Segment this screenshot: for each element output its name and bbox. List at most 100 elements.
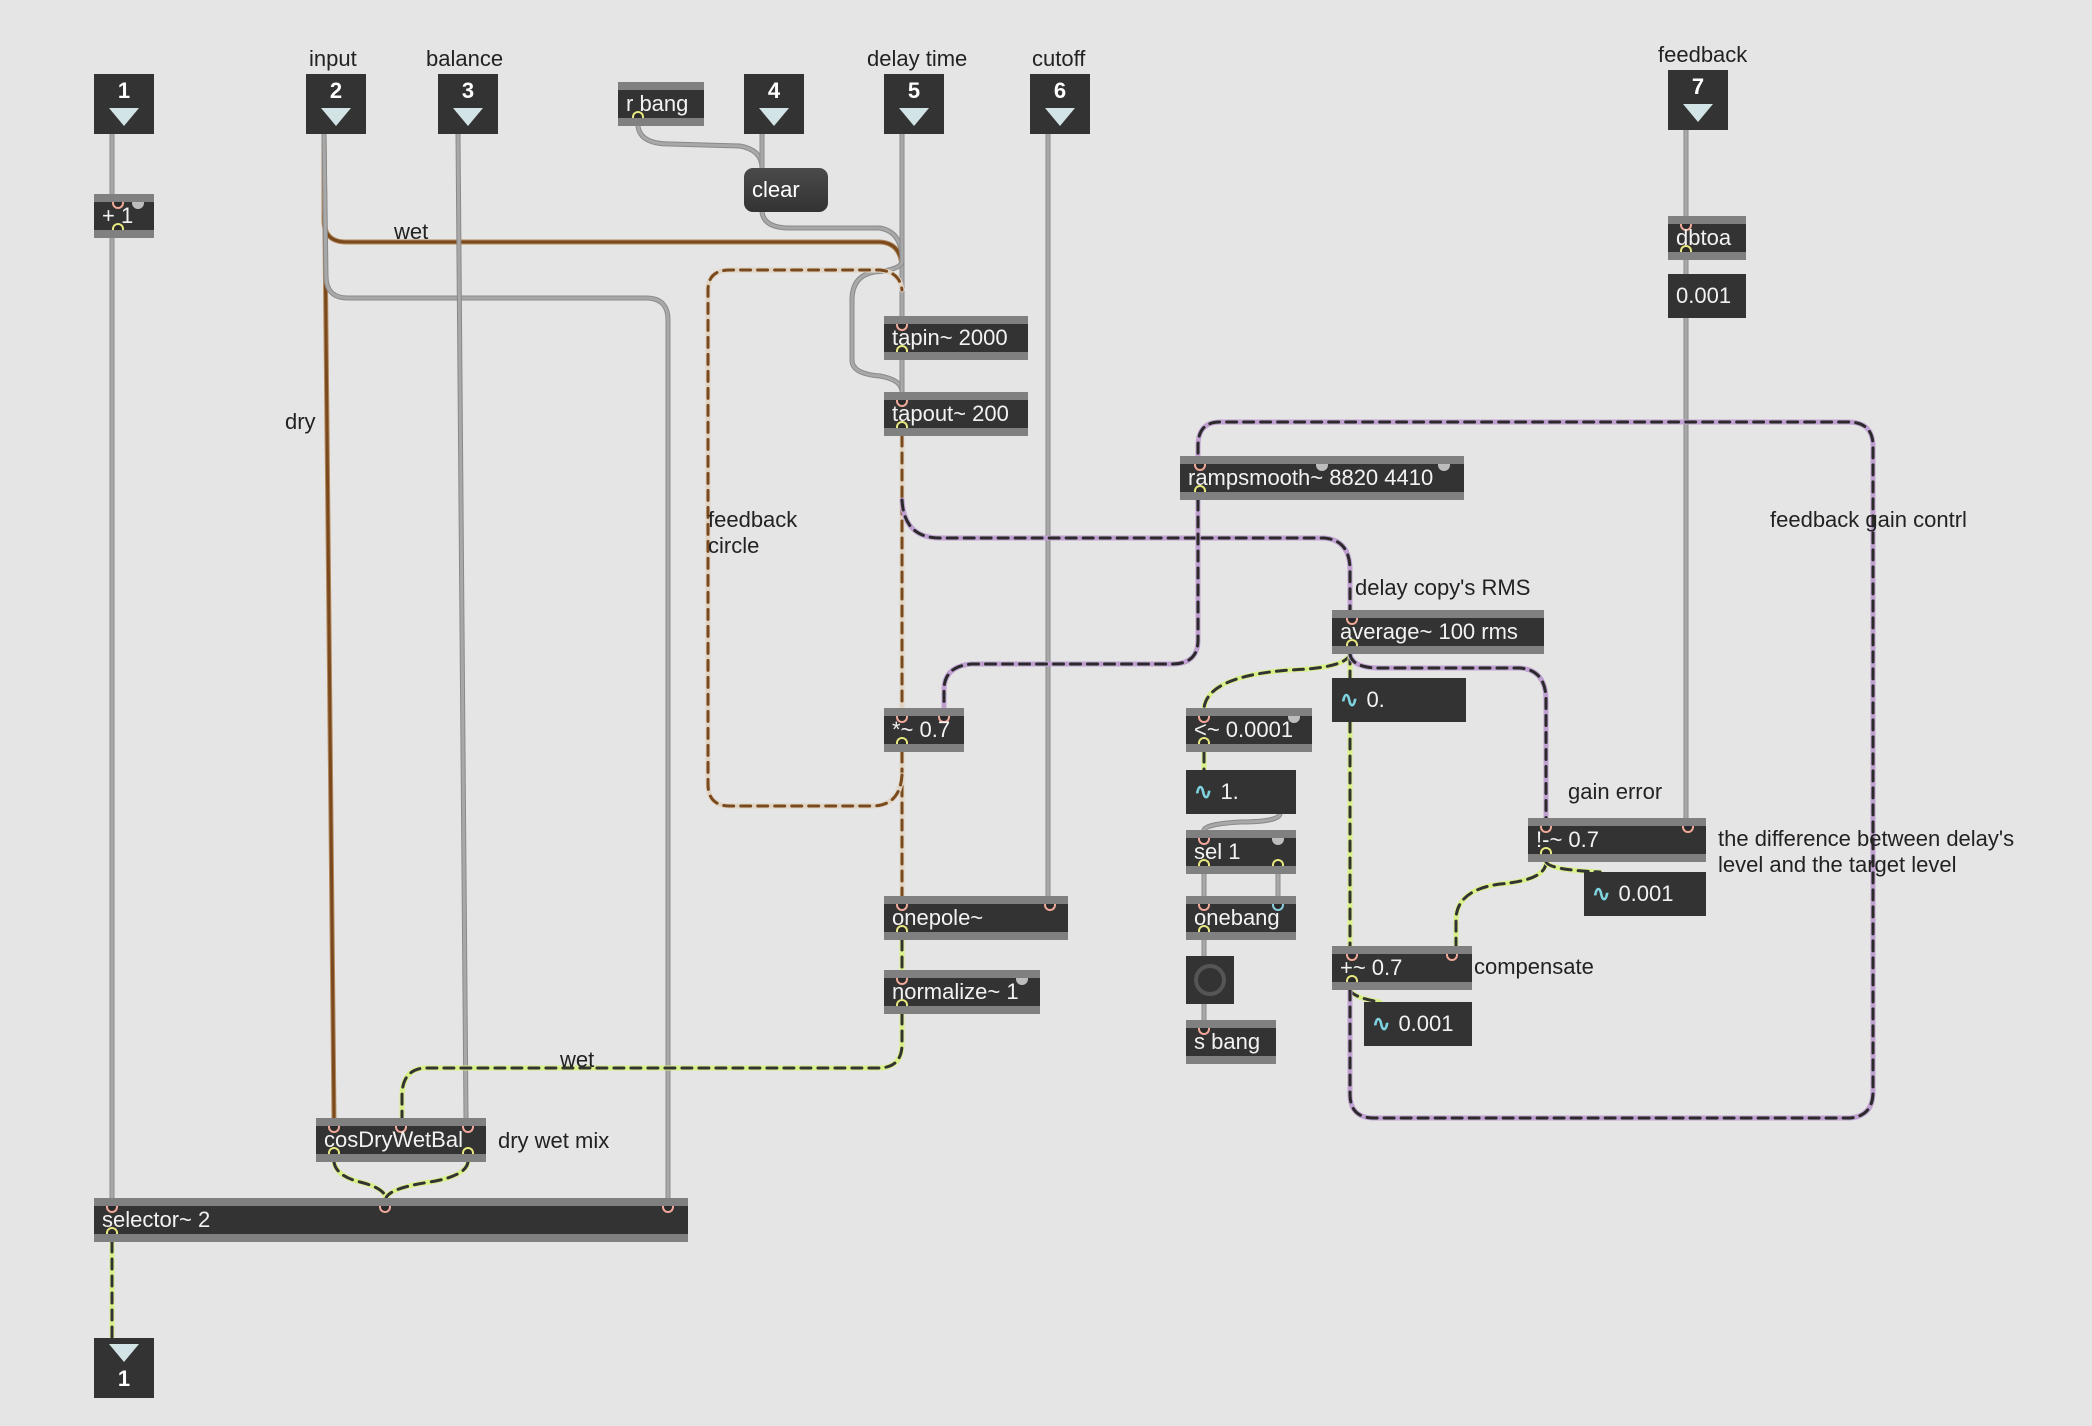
inlet-number: 5 (907, 78, 921, 103)
object-rampsmooth[interactable]: rampsmooth~ 8820 4410 (1180, 456, 1464, 500)
object-s-bang[interactable]: s bang (1186, 1020, 1276, 1064)
cord-tapout-average[interactable] (899, 497, 1353, 613)
inlet-port[interactable] (132, 202, 144, 209)
outlet-port[interactable] (896, 345, 908, 352)
object-onepole[interactable]: onepole~ (884, 896, 1068, 940)
inlet-port[interactable] (896, 324, 908, 331)
cord-rampsmooth-mul[interactable] (941, 497, 1201, 711)
outlet-port[interactable] (896, 925, 908, 932)
outlet-port[interactable] (896, 737, 908, 744)
inlet-port[interactable] (662, 1206, 674, 1213)
object-tapin[interactable]: tapin~ 2000 (884, 316, 1028, 360)
cord-input-dry[interactable] (321, 131, 337, 1121)
object-normalize[interactable]: normalize~ 1 (884, 970, 1040, 1014)
outlet-port[interactable] (1272, 859, 1284, 866)
inlet-port[interactable] (462, 1126, 474, 1133)
inlet-port[interactable] (1198, 1028, 1210, 1035)
outlet-port[interactable] (112, 223, 124, 230)
inlet-port[interactable] (1016, 978, 1028, 985)
object-selector[interactable]: selector~ 2 (94, 1198, 688, 1242)
inlet-port[interactable] (1194, 464, 1206, 471)
inlet-port[interactable] (938, 716, 950, 723)
inlet-port[interactable] (1198, 716, 1210, 723)
inlet-6-cutoff[interactable]: 6 (1030, 74, 1090, 134)
outlet-port[interactable] (106, 1227, 118, 1234)
number-dbtoa-output[interactable]: 0.001 (1668, 274, 1746, 318)
cord-clear-tapin[interactable] (759, 209, 905, 319)
inlet-4[interactable]: 4 (744, 74, 804, 134)
object-plus-signal[interactable]: +~ 0.7 (1332, 946, 1472, 990)
inlet-port[interactable] (1044, 904, 1056, 911)
object-multiply-signal[interactable]: *~ 0.7 (884, 708, 964, 752)
object-cosdrywetbal[interactable]: cosDryWetBal (316, 1118, 486, 1162)
outlet-port[interactable] (1198, 737, 1210, 744)
inlet-2-input[interactable]: 2 (306, 74, 366, 134)
inlet-port[interactable] (106, 1206, 118, 1213)
cord-plus-number[interactable] (1347, 987, 1383, 1005)
inlet-port[interactable] (1288, 716, 1300, 723)
object-onebang[interactable]: onebang (1186, 896, 1296, 940)
signal-number-gain-error-output[interactable]: ∿0.001 (1584, 872, 1706, 916)
inlet-port[interactable] (1540, 826, 1552, 833)
object-sel-1[interactable]: sel 1 (1186, 830, 1296, 874)
outlet-port[interactable] (328, 1147, 340, 1154)
inlet-port[interactable] (896, 978, 908, 985)
signal-number-less-than-output[interactable]: ∿1. (1186, 770, 1296, 814)
object-reverse-minus-signal[interactable]: !-~ 0.7 (1528, 818, 1706, 862)
cord-normalize-cosdrywet[interactable] (399, 1011, 905, 1121)
cord-input-selector[interactable] (321, 131, 671, 1201)
bang-button[interactable] (1186, 956, 1234, 1004)
object-tapout[interactable]: tapout~ 200 (884, 392, 1028, 436)
outlet-port[interactable] (896, 421, 908, 428)
outlet-port[interactable] (1680, 245, 1692, 252)
inlet-port[interactable] (1272, 904, 1284, 911)
cord-rminus-plus[interactable] (1453, 859, 1549, 949)
cord-cosdrywet-selector-right[interactable] (383, 1159, 471, 1201)
message-clear[interactable]: clear (744, 168, 828, 212)
outlet-port[interactable] (1198, 859, 1210, 866)
inlet-1[interactable]: 1 (94, 74, 154, 134)
cord-number-sel[interactable] (1201, 811, 1283, 833)
object-r-bang[interactable]: r bang (618, 82, 704, 126)
outlet-port[interactable] (1346, 975, 1358, 982)
outlet-port[interactable] (632, 111, 644, 118)
inlet-port[interactable] (328, 1126, 340, 1133)
inlet-port[interactable] (1446, 954, 1458, 961)
inlet-5-delay-time[interactable]: 5 (884, 74, 944, 134)
signal-number-average-output[interactable]: ∿0. (1332, 678, 1466, 722)
inlet-port[interactable] (1198, 904, 1210, 911)
inlet-port[interactable] (112, 202, 124, 209)
inlet-port[interactable] (1438, 464, 1450, 471)
inlet-port[interactable] (379, 1206, 391, 1213)
inlet-port[interactable] (896, 904, 908, 911)
inlet-port[interactable] (1682, 826, 1694, 833)
outlet-port[interactable] (1194, 485, 1206, 492)
inlet-port[interactable] (1316, 464, 1328, 471)
inlet-7-feedback[interactable]: 7 (1668, 70, 1728, 130)
inlet-port[interactable] (1346, 618, 1358, 625)
inlet-3-balance[interactable]: 3 (438, 74, 498, 134)
outlet-1[interactable]: 1 (94, 1338, 154, 1398)
cord-cosdrywet-selector-left[interactable] (331, 1159, 389, 1201)
inlet-port[interactable] (896, 400, 908, 407)
object-dbtoa[interactable]: dbtoa (1668, 216, 1746, 260)
outlet-port[interactable] (1198, 925, 1210, 932)
inlet-port[interactable] (1346, 954, 1358, 961)
inlet-port[interactable] (896, 716, 908, 723)
outlet-port[interactable] (462, 1147, 474, 1154)
cord-balance-cosdrywet[interactable] (455, 131, 469, 1121)
outlet-port[interactable] (1346, 639, 1358, 646)
inlet-port[interactable] (1198, 838, 1210, 845)
outlet-port[interactable] (1540, 847, 1552, 854)
inlet-port[interactable] (1680, 224, 1692, 231)
cord-average-lt[interactable] (1201, 651, 1353, 711)
object-less-than-signal[interactable]: <~ 0.0001 (1186, 708, 1312, 752)
object-average[interactable]: average~ 100 rms (1332, 610, 1544, 654)
signal-number-compensate-output[interactable]: ∿0.001 (1364, 1002, 1472, 1046)
object-plus-1[interactable]: + 1 (94, 194, 154, 238)
cord-rminus-number[interactable] (1543, 859, 1603, 875)
object-text: tapout~ 200 (892, 401, 1009, 426)
inlet-port[interactable] (1272, 838, 1284, 845)
outlet-port[interactable] (896, 999, 908, 1006)
inlet-port[interactable] (395, 1126, 407, 1133)
